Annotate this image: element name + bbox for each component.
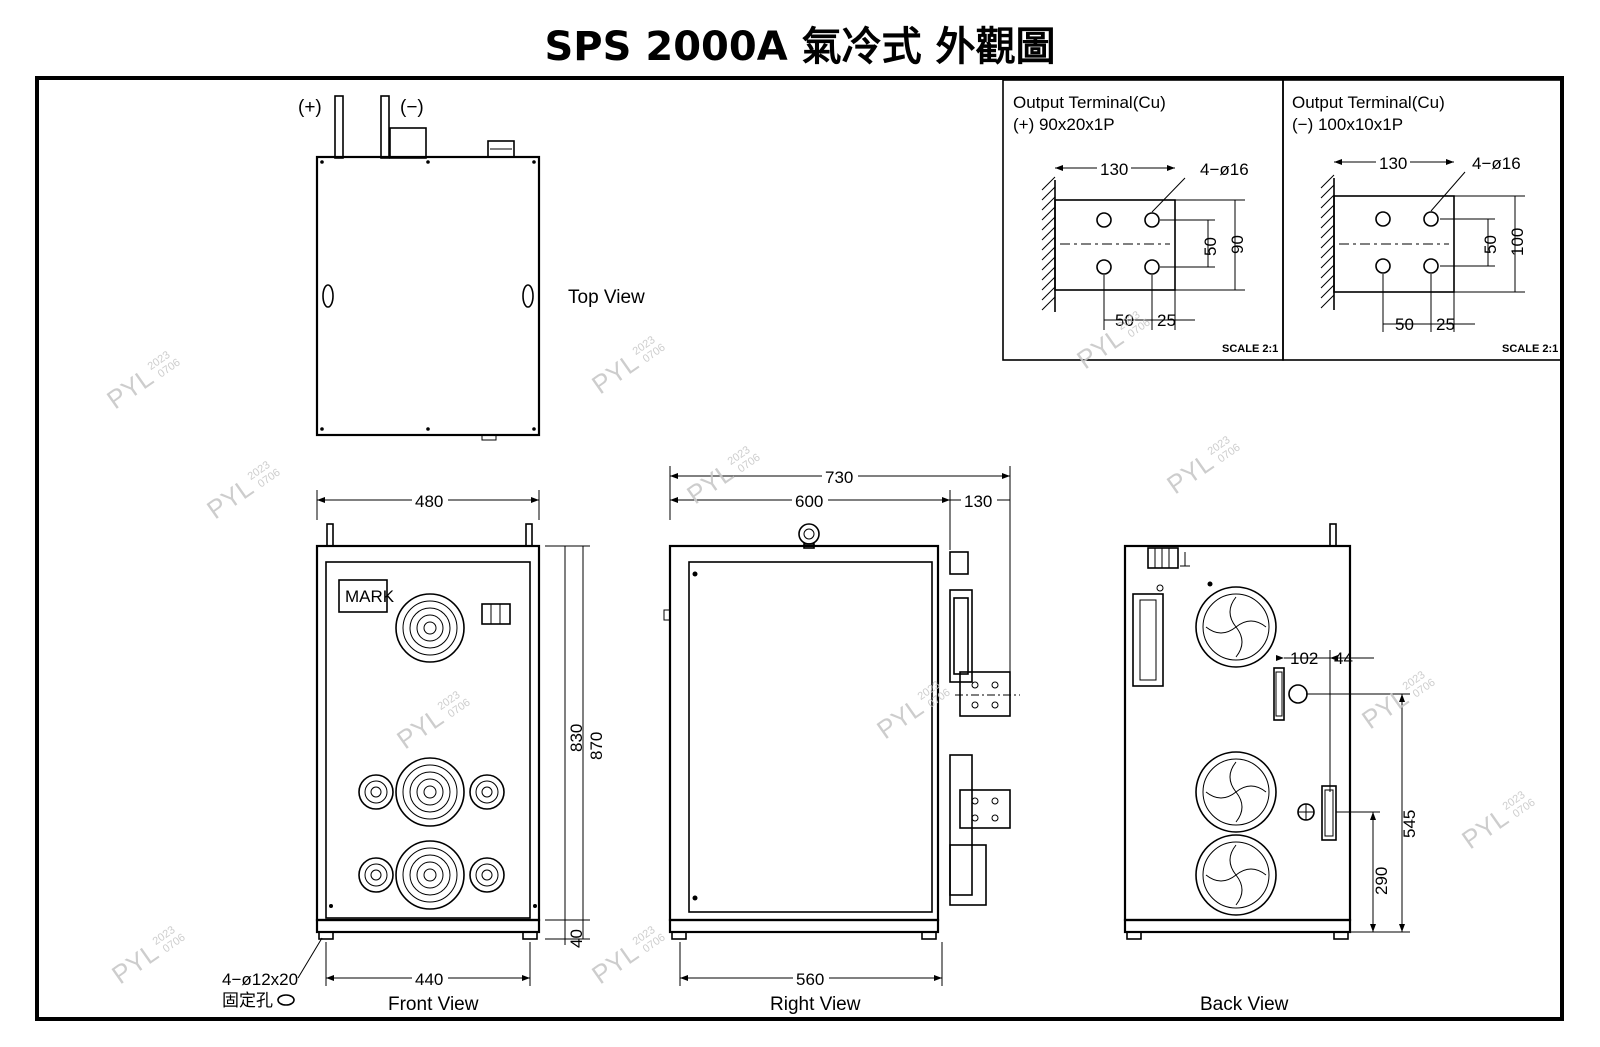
- neg-dim-25: 25: [1436, 315, 1455, 334]
- back-dim-44: 44: [1334, 649, 1353, 668]
- back-dim-545: 545: [1400, 810, 1419, 838]
- right-dim-130: 130: [964, 492, 992, 511]
- front-view-caption: Front View: [388, 994, 479, 1015]
- back-dim-102: 102: [1290, 649, 1318, 668]
- positive-terminal-label: (+): [298, 97, 322, 118]
- right-dim-730: 730: [825, 468, 853, 487]
- drawing-title: SPS 2000A 氣冷式 外觀圖: [544, 24, 1056, 70]
- neg-detail-line2: (−) 100x10x1P: [1292, 115, 1403, 134]
- neg-dim-50h: 50: [1395, 315, 1414, 334]
- right-dim-560: 560: [796, 970, 824, 989]
- right-dim-600: 600: [795, 492, 823, 511]
- back-view: 102 44 545 290 Back View: [1123, 523, 1419, 1015]
- front-dim-440: 440: [415, 970, 443, 989]
- mark-plate: MARK: [345, 587, 395, 606]
- front-view: MARK 480 830 870 40: [222, 490, 606, 1015]
- top-view: (+) (−) Top View: [298, 95, 645, 441]
- front-dim-830: 830: [567, 724, 586, 752]
- positive-terminal-detail: Output Terminal(Cu) (+) 90x20x1P 130 4−ø…: [1002, 79, 1284, 361]
- neg-detail-line1: Output Terminal(Cu): [1292, 93, 1445, 112]
- pos-detail-line2: (+) 90x20x1P: [1013, 115, 1115, 134]
- pos-dim-130: 130: [1100, 160, 1128, 179]
- neg-dim-130: 130: [1379, 154, 1407, 173]
- front-dim-480: 480: [415, 492, 443, 511]
- pos-detail-line1: Output Terminal(Cu): [1013, 93, 1166, 112]
- top-view-caption: Top View: [568, 287, 645, 308]
- pos-dim-50v: 50: [1201, 237, 1220, 256]
- neg-dim-50v: 50: [1481, 235, 1500, 254]
- drawing-frame: [35, 76, 1564, 1021]
- mount-holes-note: 4−ø12x20: [222, 970, 298, 989]
- neg-holes-note: 4−ø16: [1472, 154, 1521, 173]
- pos-dim-25: 25: [1157, 311, 1176, 330]
- back-dim-290: 290: [1372, 867, 1391, 895]
- pos-scale-note: SCALE 2:1: [1222, 343, 1278, 355]
- pos-dim-50h: 50: [1115, 311, 1134, 330]
- negative-terminal-detail: Output Terminal(Cu) (−) 100x10x1P 130 4−…: [1282, 79, 1562, 361]
- mount-holes-note2: 固定孔: [222, 991, 273, 1010]
- front-dim-40: 40: [567, 929, 586, 948]
- pos-holes-note: 4−ø16: [1200, 160, 1249, 179]
- neg-scale-note: SCALE 2:1: [1502, 343, 1558, 355]
- right-view-caption: Right View: [770, 994, 861, 1015]
- pos-dim-90: 90: [1228, 235, 1247, 254]
- right-view: 730 600 130 560 Right View: [663, 466, 1020, 1015]
- negative-terminal-label: (−): [400, 97, 424, 118]
- neg-dim-100: 100: [1508, 228, 1527, 256]
- back-view-caption: Back View: [1200, 994, 1289, 1015]
- front-dim-870: 870: [587, 732, 606, 760]
